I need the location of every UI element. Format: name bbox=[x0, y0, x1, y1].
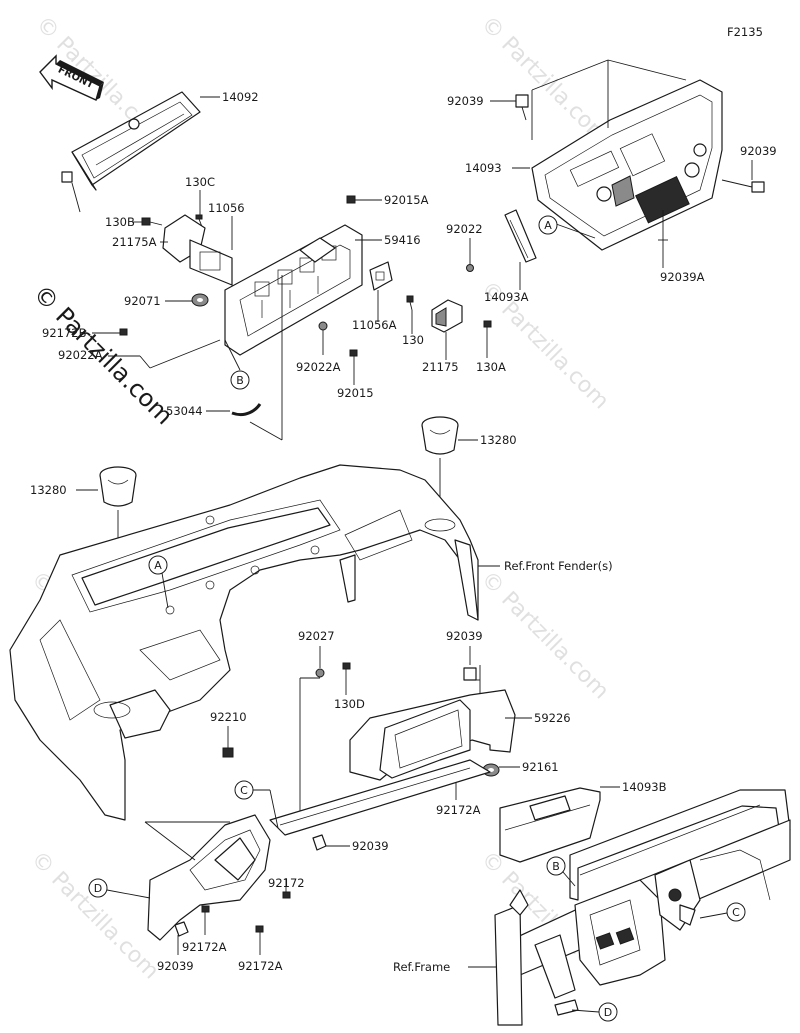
grommet-92071-icon bbox=[191, 293, 209, 307]
label-14093A: 14093A bbox=[484, 290, 529, 304]
part-21175-switch bbox=[431, 299, 463, 333]
label-92210: 92210 bbox=[210, 710, 247, 724]
screw-92172A-bottom-icon bbox=[255, 925, 264, 933]
label-14093B: 14093B bbox=[622, 780, 667, 794]
label-92039-lower: 92039 bbox=[352, 839, 389, 853]
label-14093: 14093 bbox=[465, 161, 502, 175]
label-59226: 59226 bbox=[534, 711, 571, 725]
screw-130D-icon bbox=[342, 662, 351, 670]
callout-B-frame-text: B bbox=[552, 860, 560, 873]
screw-130B-icon bbox=[141, 217, 163, 226]
part-lower-console-rail bbox=[269, 759, 491, 836]
part-13280-cupholder-left bbox=[99, 466, 137, 507]
callout-D-left: D bbox=[88, 878, 108, 898]
label-92172B: 92172B bbox=[42, 326, 87, 340]
label-130A: 130A bbox=[476, 360, 506, 374]
watermark-6: © Partzilla.com bbox=[26, 847, 164, 985]
clip-92039-mid-icon bbox=[463, 667, 477, 681]
clip-92210-icon bbox=[222, 747, 234, 758]
washer-92022-icon bbox=[466, 264, 474, 272]
part-14093B-lid bbox=[499, 787, 601, 863]
part-meter-bracket-assembly bbox=[224, 224, 363, 356]
label-92161: 92161 bbox=[522, 760, 559, 774]
callout-A-top-text: A bbox=[544, 219, 552, 232]
callout-C-frame: C bbox=[726, 902, 746, 922]
label-ref-front-fender: Ref.Front Fender(s) bbox=[504, 559, 613, 573]
label-13280-right: 13280 bbox=[480, 433, 517, 447]
part-14093-dash-panel bbox=[531, 79, 723, 251]
callout-C-left: C bbox=[234, 780, 254, 800]
part-13280-cupholder-right bbox=[421, 416, 459, 455]
label-92022A-left: 92022A bbox=[58, 348, 103, 362]
watermark-2: © Partzilla.com bbox=[476, 12, 614, 150]
figure-code: F2135 bbox=[727, 25, 763, 39]
callout-D-left-text: D bbox=[94, 882, 102, 895]
part-11056A-clip bbox=[369, 261, 393, 291]
callout-A-dash: A bbox=[148, 555, 168, 575]
part-lower-side-panel bbox=[147, 814, 271, 941]
label-92172A-left: 92172A bbox=[182, 940, 227, 954]
label-92039-right: 92039 bbox=[740, 144, 777, 158]
label-92039-top: 92039 bbox=[447, 94, 484, 108]
label-92022A-mid: 92022A bbox=[296, 360, 341, 374]
callout-C-frame-text: C bbox=[732, 906, 740, 919]
callout-A-top: A bbox=[538, 215, 558, 235]
clip-92039-right-icon bbox=[721, 179, 765, 193]
label-92071: 92071 bbox=[124, 294, 161, 308]
part-21175A-bracket bbox=[162, 214, 233, 286]
callout-C-left-text: C bbox=[240, 784, 248, 797]
callout-D-frame: D bbox=[598, 1002, 618, 1022]
part-59226-glovebox bbox=[349, 689, 516, 781]
label-92172A-mid: 92172A bbox=[436, 803, 481, 817]
label-92039A: 92039A bbox=[660, 270, 705, 284]
washer-92027-icon bbox=[315, 668, 325, 678]
hose-53044-icon bbox=[231, 403, 262, 417]
label-21175A: 21175A bbox=[112, 235, 157, 249]
label-53044: 53044 bbox=[166, 404, 203, 418]
screw-92172-icon bbox=[282, 891, 291, 899]
label-130D: 130D bbox=[334, 697, 365, 711]
nut-92015A-icon bbox=[346, 195, 356, 204]
label-59416: 59416 bbox=[384, 233, 421, 247]
part-frame bbox=[494, 789, 791, 1026]
label-11056: 11056 bbox=[208, 201, 245, 215]
label-13280-left: 13280 bbox=[30, 483, 67, 497]
callout-B-top-text: B bbox=[236, 374, 244, 387]
label-92039-bottom: 92039 bbox=[157, 959, 194, 973]
washer-92022A-icon bbox=[318, 321, 328, 331]
label-92027: 92027 bbox=[298, 629, 335, 643]
label-21175: 21175 bbox=[422, 360, 459, 374]
nut-92015-icon bbox=[349, 349, 358, 357]
label-130C: 130C bbox=[185, 175, 215, 189]
clip-92039-lower-icon bbox=[312, 834, 327, 851]
label-92039-mid: 92039 bbox=[446, 629, 483, 643]
callout-D-frame-text: D bbox=[604, 1006, 612, 1019]
label-92015A: 92015A bbox=[384, 193, 429, 207]
callout-B-top: B bbox=[230, 370, 250, 390]
label-92172: 92172 bbox=[268, 876, 305, 890]
clip-92039-top-icon bbox=[515, 94, 529, 121]
screw-92172A-left-icon bbox=[201, 905, 210, 913]
part-dashboard-body bbox=[9, 464, 479, 821]
part-14093A-strip bbox=[504, 209, 537, 263]
screw-130-icon bbox=[406, 295, 414, 311]
label-92172A-bottom: 92172A bbox=[238, 959, 283, 973]
part-14092-cover bbox=[61, 91, 201, 191]
label-ref-frame: Ref.Frame bbox=[393, 960, 450, 974]
label-14092: 14092 bbox=[222, 90, 259, 104]
callout-A-dash-text: A bbox=[154, 559, 162, 572]
label-92022: 92022 bbox=[446, 222, 483, 236]
label-130B: 130B bbox=[105, 215, 135, 229]
clip-92039-bottom-icon bbox=[174, 921, 189, 937]
label-11056A: 11056A bbox=[352, 318, 397, 332]
watermark-5: © Partzilla.com bbox=[476, 567, 614, 705]
screw-92172B-icon bbox=[119, 328, 128, 336]
callout-B-frame: B bbox=[546, 856, 566, 876]
screw-130A-icon bbox=[483, 320, 492, 328]
label-130: 130 bbox=[402, 333, 424, 347]
label-92015: 92015 bbox=[337, 386, 374, 400]
